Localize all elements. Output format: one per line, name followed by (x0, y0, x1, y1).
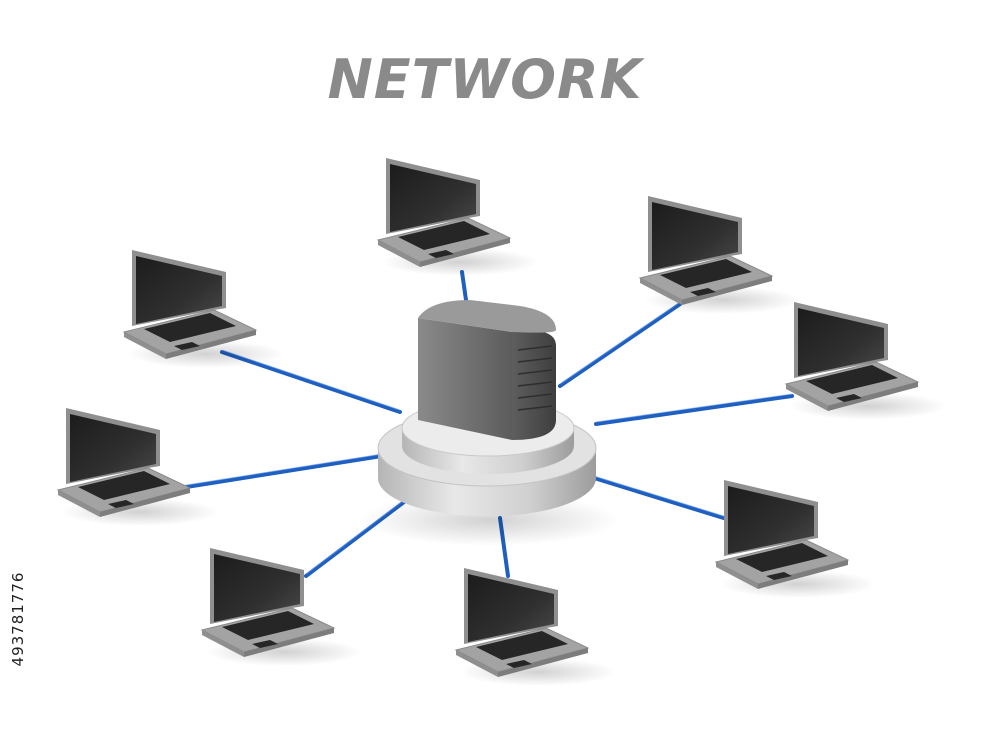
laptop-lower-right-icon (715, 479, 877, 599)
laptop-top-icon (377, 157, 539, 277)
stock-id-label: 493781776 (9, 571, 27, 667)
laptop-left-icon (57, 407, 219, 527)
server-icon (418, 300, 556, 440)
cable-left (178, 454, 384, 490)
laptop-upper-left-icon (123, 249, 285, 369)
laptop-bottom-icon (455, 567, 617, 687)
cable-top (460, 270, 468, 302)
laptop-bottom-left-icon (201, 547, 363, 667)
cable-right (594, 394, 794, 426)
diagram-title: NETWORK (327, 48, 643, 111)
laptop-top-right-icon (639, 195, 801, 315)
server-hub (360, 300, 620, 546)
cable-top-right (558, 298, 688, 388)
laptop-right-icon (785, 301, 947, 421)
